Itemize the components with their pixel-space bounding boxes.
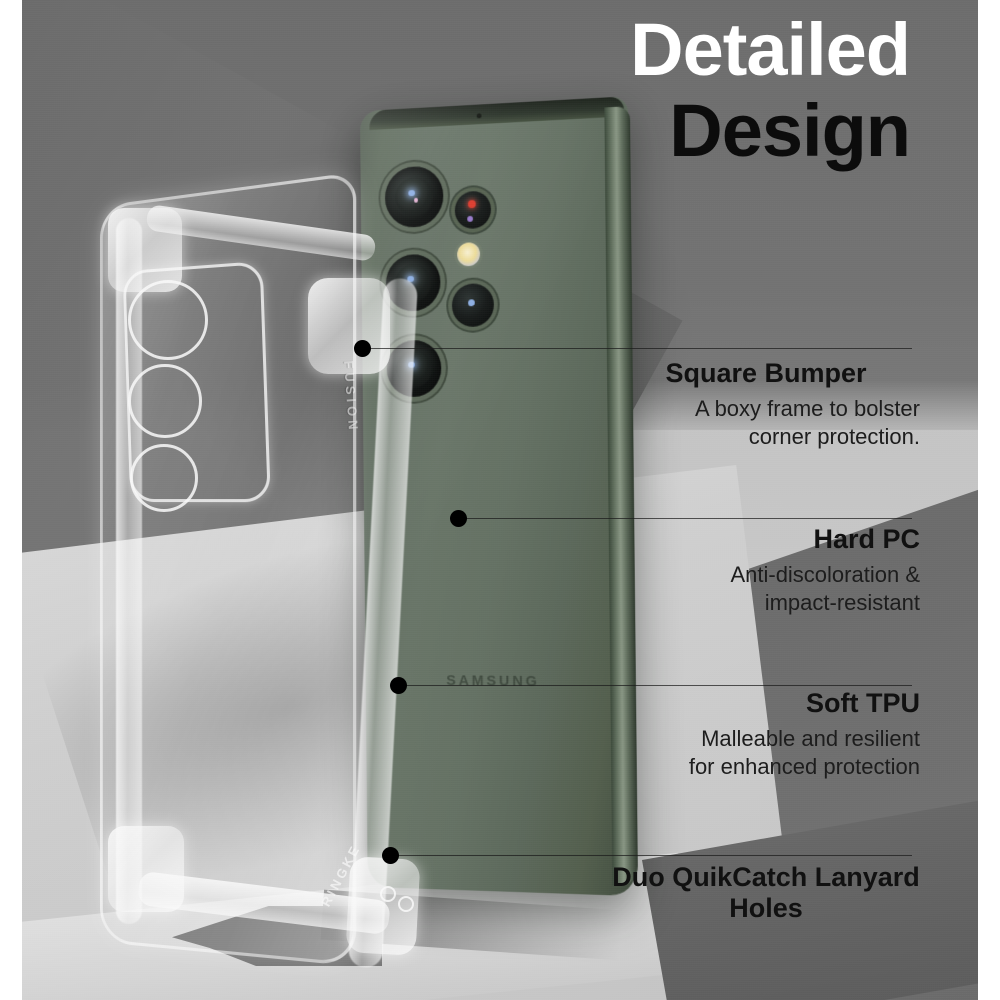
feature-desc-line-2: corner protection. — [748, 424, 920, 450]
camera-flash-icon — [457, 242, 481, 267]
feature-hard-pc: Hard PC Anti-discoloration & impact-resi… — [612, 524, 920, 618]
callout-dot-hard-pc — [450, 510, 467, 527]
callout-dot-soft-tpu — [390, 677, 407, 694]
feature-title: Soft TPU — [806, 688, 920, 718]
callout-leader-line-2 — [458, 518, 912, 519]
callout-dot-square-bumper — [354, 340, 371, 357]
camera-lens-icon — [451, 282, 495, 328]
callout-leader-line-1 — [362, 348, 912, 349]
feature-soft-tpu: Soft TPU Malleable and resilient for enh… — [612, 688, 920, 782]
feature-desc-line-1: Anti-discoloration & — [730, 562, 920, 588]
feature-desc-line-2: impact-resistant — [764, 590, 920, 616]
feature-description: A boxy frame to bolster corner protectio… — [612, 395, 920, 451]
feature-duo-quikcatch: Duo QuikCatch Lanyard Holes — [612, 862, 920, 931]
callout-leader-line-4 — [390, 855, 912, 856]
camera-lens-icon — [385, 253, 441, 312]
laser-sensor-icon — [454, 190, 492, 230]
feature-description: Malleable and resilient for enhanced pro… — [612, 725, 920, 781]
feature-title-line-1: Duo QuikCatch — [612, 862, 808, 892]
callout-dot-lanyard-holes — [382, 847, 399, 864]
feature-title: Square Bumper — [665, 358, 867, 388]
feature-title: Hard PC — [813, 524, 920, 554]
camera-module — [366, 143, 530, 411]
samsung-galaxy-phone: SAMSUNG — [359, 96, 639, 897]
feature-description: Anti-discoloration & impact-resistant — [612, 561, 920, 617]
callout-leader-line-3 — [398, 685, 912, 686]
title-line-detailed: Detailed — [630, 8, 911, 91]
feature-title: Duo QuikCatch Lanyard Holes — [612, 862, 920, 925]
feature-desc-line-1: Malleable and resilient — [701, 726, 920, 752]
feature-desc-line-1: A boxy frame to bolster — [695, 396, 920, 422]
feature-desc-line-2: for enhanced protection — [688, 754, 920, 780]
feature-title-line-2: Lanyard Holes — [729, 862, 920, 924]
title-line-design: Design — [669, 88, 911, 172]
samsung-wordmark: SAMSUNG — [446, 672, 540, 690]
page-title: Detailed Design — [630, 8, 911, 172]
camera-lens-icon — [384, 165, 444, 229]
feature-square-bumper: Square Bumper A boxy frame to bolster co… — [612, 358, 920, 452]
